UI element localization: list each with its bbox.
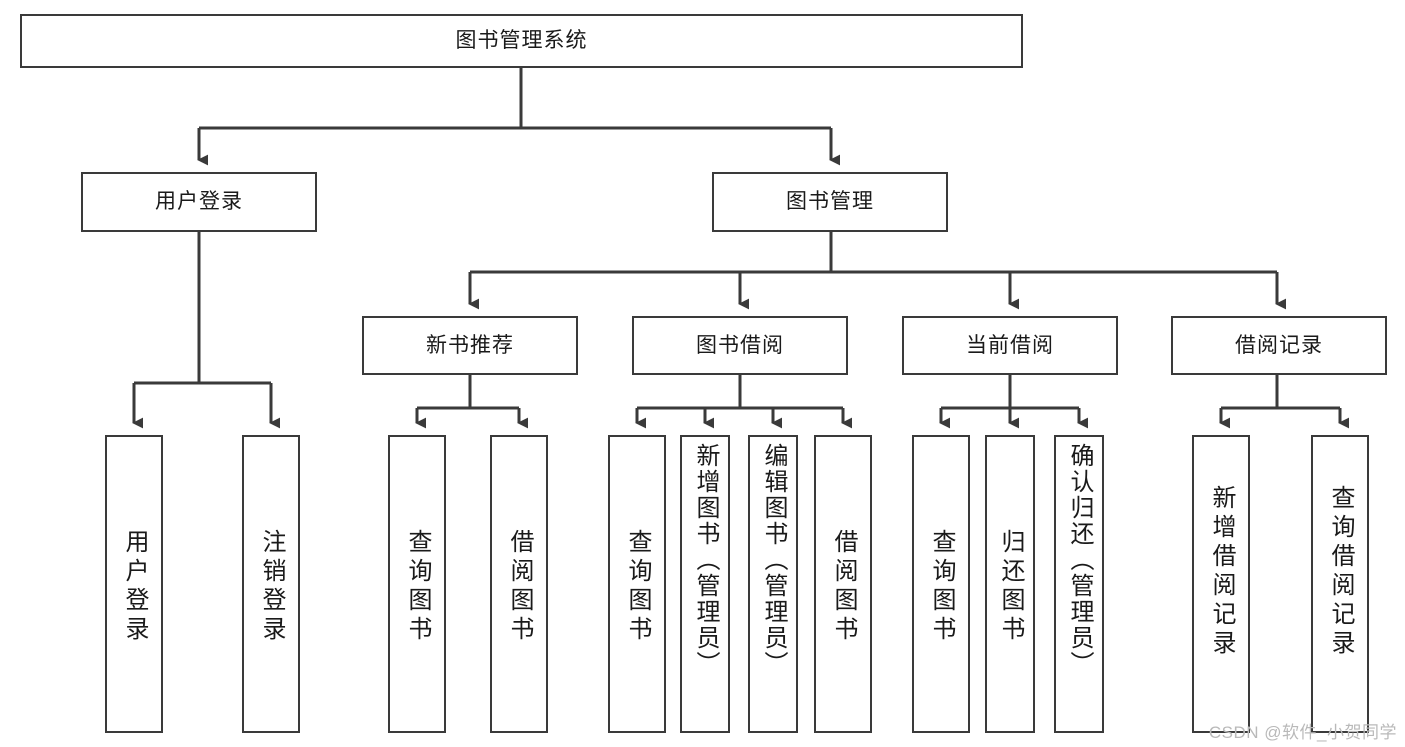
leaf-record-add-record-label: 新增借阅记录 [1208, 485, 1235, 659]
node-new-book-recommend[interactable]: 新书推荐 [362, 316, 578, 375]
leaf-newbook-query-book-label: 查询图书 [404, 529, 431, 645]
leaf-logout[interactable]: 注销登录 [242, 435, 300, 733]
leaf-current-return-book-label: 归还图书 [997, 529, 1024, 645]
leaf-borrow-borrow-book-label: 借阅图书 [830, 529, 857, 645]
node-new-book-recommend-label: 新书推荐 [426, 333, 514, 357]
node-user-login-label: 用户登录 [155, 190, 243, 214]
node-current-borrow[interactable]: 当前借阅 [902, 316, 1118, 375]
leaf-current-confirm-return-admin[interactable]: 确认归还（管理员） [1054, 435, 1104, 733]
leaf-current-query-book[interactable]: 查询图书 [912, 435, 970, 733]
leaf-logout-label: 注销登录 [258, 529, 285, 645]
leaf-borrow-query-book[interactable]: 查询图书 [608, 435, 666, 733]
leaf-newbook-borrow-book[interactable]: 借阅图书 [490, 435, 548, 733]
node-book-management-label: 图书管理 [786, 190, 874, 214]
node-book-borrow-label: 图书借阅 [696, 333, 784, 357]
node-borrow-record-label: 借阅记录 [1235, 333, 1323, 357]
node-user-login[interactable]: 用户登录 [81, 172, 317, 232]
leaf-borrow-add-book-admin[interactable]: 新增图书（管理员） [680, 435, 730, 733]
leaf-borrow-query-book-label: 查询图书 [624, 529, 651, 645]
leaf-borrow-edit-book-admin-label: 编辑图书（管理员） [760, 443, 787, 677]
leaf-current-query-book-label: 查询图书 [928, 529, 955, 645]
leaf-newbook-borrow-book-label: 借阅图书 [506, 529, 533, 645]
leaf-user-login-label: 用户登录 [121, 529, 148, 645]
leaf-borrow-edit-book-admin[interactable]: 编辑图书（管理员） [748, 435, 798, 733]
node-book-management[interactable]: 图书管理 [712, 172, 948, 232]
node-book-borrow[interactable]: 图书借阅 [632, 316, 848, 375]
node-root[interactable]: 图书管理系统 [20, 14, 1023, 68]
leaf-user-login[interactable]: 用户登录 [105, 435, 163, 733]
leaf-borrow-borrow-book[interactable]: 借阅图书 [814, 435, 872, 733]
leaf-borrow-add-book-admin-label: 新增图书（管理员） [692, 443, 719, 677]
leaf-record-add-record[interactable]: 新增借阅记录 [1192, 435, 1250, 733]
node-root-label: 图书管理系统 [455, 29, 588, 53]
leaf-record-query-record-label: 查询借阅记录 [1327, 485, 1354, 659]
leaf-current-return-book[interactable]: 归还图书 [985, 435, 1035, 733]
node-borrow-record[interactable]: 借阅记录 [1171, 316, 1387, 375]
node-current-borrow-label: 当前借阅 [966, 333, 1054, 357]
leaf-current-confirm-return-admin-label: 确认归还（管理员） [1066, 443, 1093, 677]
csdn-watermark: CSDN @软件_小贺同学 [1208, 723, 1397, 742]
leaf-newbook-query-book[interactable]: 查询图书 [388, 435, 446, 733]
leaf-record-query-record[interactable]: 查询借阅记录 [1311, 435, 1369, 733]
